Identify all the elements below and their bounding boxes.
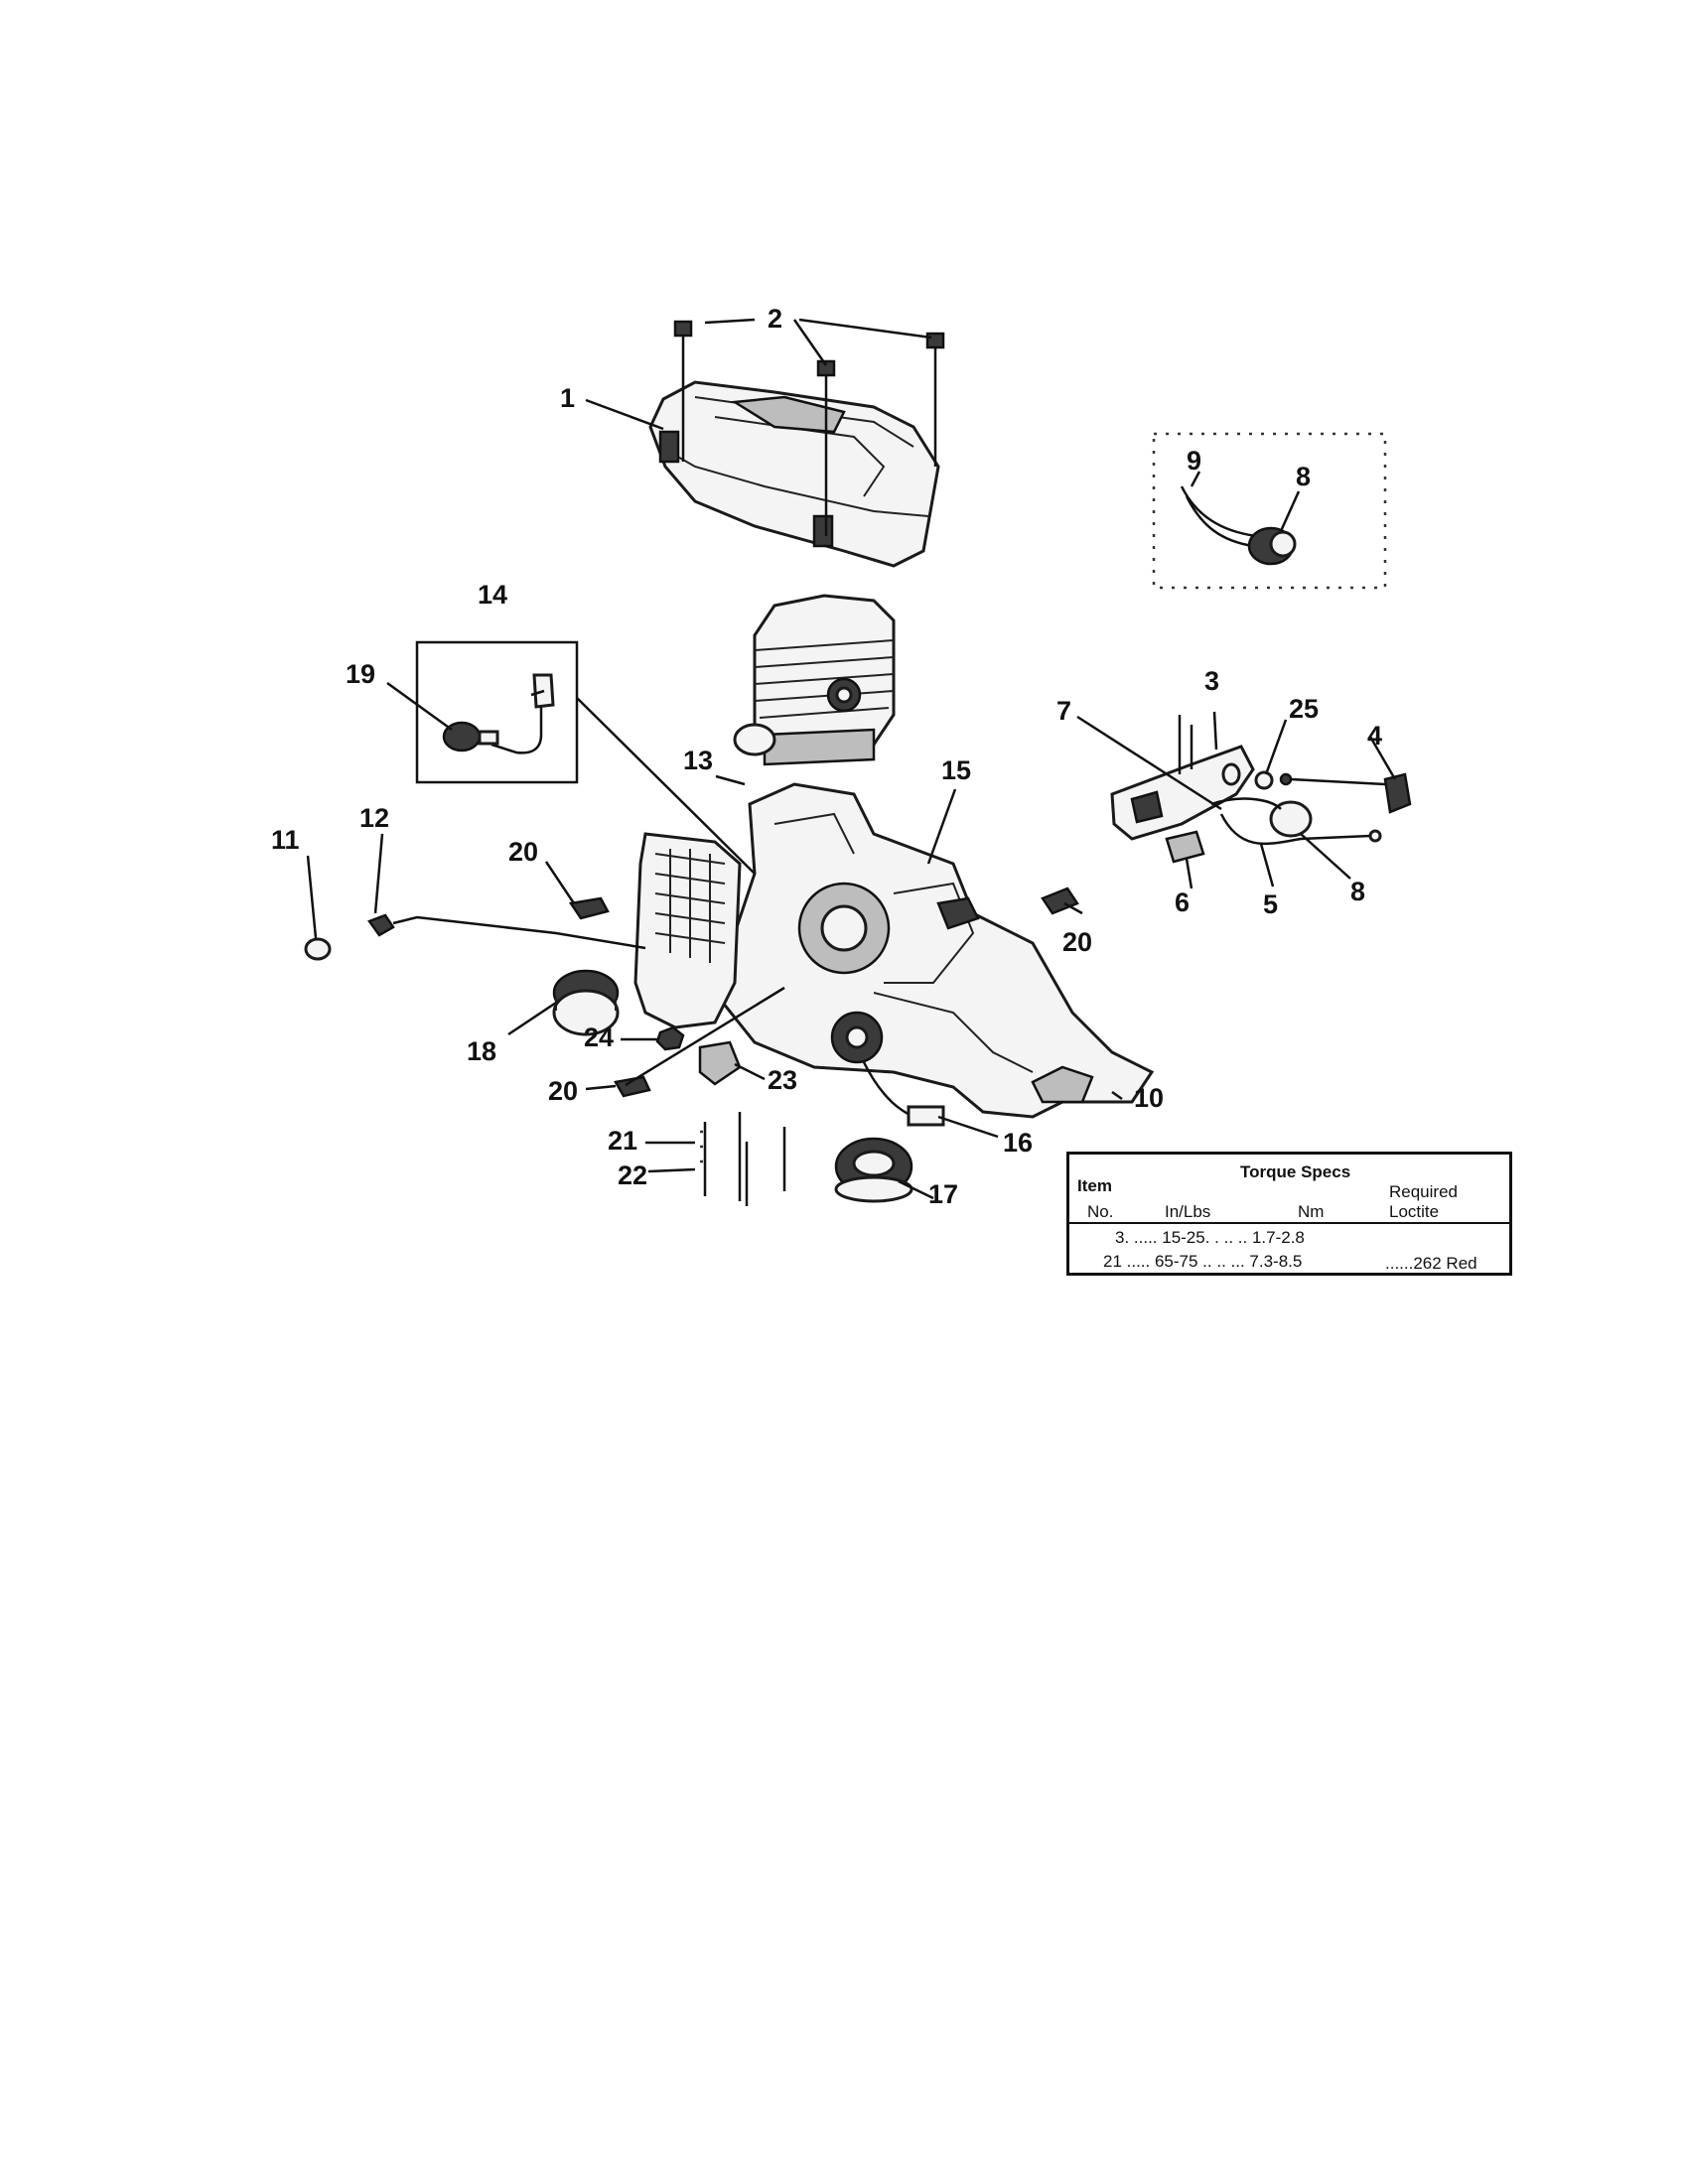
callout-2: 2 (768, 304, 782, 334)
callout-8b: 8 (1350, 877, 1365, 906)
torque-header-rule (1069, 1222, 1509, 1224)
callout-15: 15 (941, 755, 971, 785)
switch-assembly (1110, 715, 1412, 864)
top-cover-part (648, 380, 940, 568)
callout-18: 18 (467, 1036, 496, 1066)
fuel-cap-part (304, 913, 646, 961)
crankcase-housing-part (713, 782, 1155, 1119)
nut-part (655, 1025, 685, 1051)
switch-wire-inset (1152, 432, 1387, 590)
torque-header-loctite: Loctite (1389, 1202, 1440, 1221)
callout-7: 7 (1056, 696, 1071, 726)
callout-13: 13 (683, 746, 713, 775)
callout-8a: 8 (1296, 462, 1311, 491)
cover-screws-part (673, 320, 945, 536)
callout-4: 4 (1367, 721, 1382, 751)
callout-19: 19 (346, 659, 375, 689)
callout-24: 24 (584, 1023, 614, 1052)
callout-3: 3 (1204, 666, 1219, 696)
callout-20b: 20 (1062, 927, 1092, 957)
ignition-part (830, 1011, 945, 1127)
torque-header-inlbs: In/Lbs (1165, 1202, 1211, 1221)
callout-22: 22 (618, 1160, 647, 1190)
callout-1: 1 (560, 383, 575, 413)
starter-pulley-part (834, 1137, 913, 1203)
leader-lines (306, 318, 1397, 1200)
filter-element-part (552, 969, 620, 1036)
callout-14: 14 (478, 580, 507, 610)
fuel-line-inset (415, 640, 756, 875)
torque-row-2: 21 ..... 65-75 .. .. ... 7.3-8.5 (1103, 1252, 1303, 1271)
torque-table-title: Torque Specs (1240, 1162, 1351, 1181)
torque-row-2-loctite: ......262 Red (1385, 1254, 1477, 1273)
mount-parts (568, 887, 1079, 1098)
callout-11: 11 (271, 825, 300, 855)
callout-25: 25 (1289, 694, 1319, 724)
callout-20c: 20 (548, 1076, 578, 1106)
callout-17: 17 (928, 1179, 958, 1209)
callout-16: 16 (1003, 1128, 1033, 1158)
callout-9: 9 (1187, 446, 1201, 476)
callout-23: 23 (768, 1065, 797, 1095)
left-housing-panel (633, 832, 742, 1029)
callout-5: 5 (1263, 889, 1278, 919)
callout-21: 21 (608, 1126, 637, 1156)
callout-labels: 1 2 3 4 5 6 7 8 8 9 10 11 12 13 14 15 16… (271, 304, 1382, 1209)
cylinder-part (733, 594, 896, 766)
torque-header-no: No. (1087, 1202, 1114, 1221)
torque-specs-table: Torque Specs Item Required No. In/Lbs Nm… (1066, 1152, 1512, 1276)
torque-row-1: 3. ..... 15-25. . .. .. 1.7-2.8 (1115, 1228, 1305, 1247)
torque-header-item: Item (1077, 1176, 1112, 1195)
torque-header-nm: Nm (1298, 1202, 1325, 1221)
callout-6: 6 (1175, 887, 1190, 917)
torque-header-required: Required (1389, 1182, 1458, 1201)
screws-part (700, 1112, 786, 1206)
isolator-block-part (698, 1040, 742, 1086)
callout-12: 12 (359, 803, 389, 833)
callout-20a: 20 (508, 837, 538, 867)
callout-10: 10 (1134, 1083, 1164, 1113)
